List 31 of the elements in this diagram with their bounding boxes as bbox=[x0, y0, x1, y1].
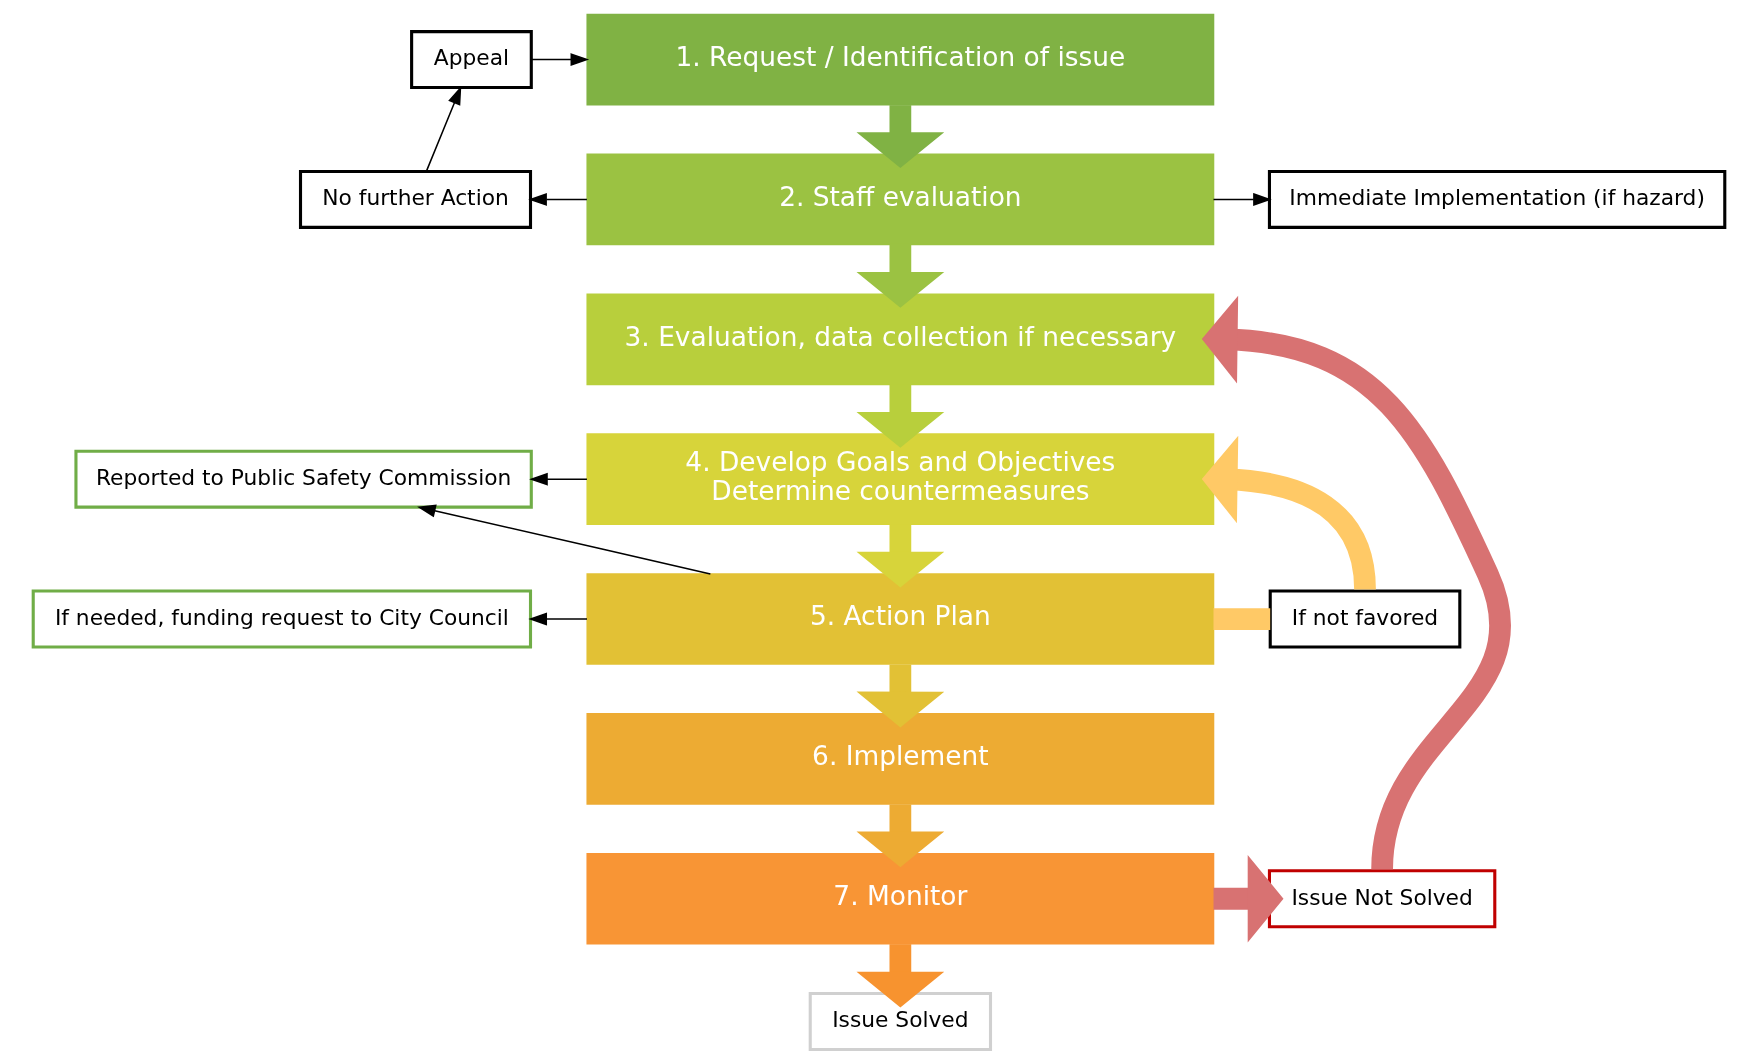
arrow bbox=[856, 524, 944, 588]
node-box: Appeal bbox=[409, 30, 533, 90]
node-box: Immediate Implementation (if hazard) bbox=[1267, 169, 1726, 229]
arrow bbox=[528, 472, 588, 486]
arrow bbox=[856, 384, 944, 448]
node-box: 3. Evaluation, data collection if necessary bbox=[585, 293, 1214, 386]
arrow bbox=[856, 245, 944, 308]
node-box: No further Action bbox=[298, 169, 532, 229]
arrow bbox=[856, 105, 944, 168]
node-box: 1. Request / Identification of issue bbox=[585, 13, 1214, 106]
arrow bbox=[1201, 295, 1511, 871]
arrow bbox=[856, 944, 944, 1008]
arrow bbox=[856, 664, 944, 728]
node-box: 5. Action Plan bbox=[585, 573, 1214, 665]
node-box: 2. Staff evaluation bbox=[585, 153, 1214, 246]
node-box: Reported to Public Safety Commission bbox=[73, 449, 533, 509]
arrow bbox=[1213, 854, 1283, 943]
node-box: 7. Monitor bbox=[585, 852, 1214, 945]
node-box: 6. Implement bbox=[585, 713, 1214, 805]
node-box: Issue Solved bbox=[808, 992, 992, 1052]
node-box: 4. Develop Goals and Objectives Determine countermeasures bbox=[585, 433, 1214, 525]
arrow bbox=[530, 53, 589, 67]
node-box: Issue Not Solved bbox=[1267, 869, 1496, 929]
connector bbox=[1213, 608, 1270, 630]
arrow bbox=[856, 804, 944, 868]
arrow bbox=[527, 612, 588, 626]
node-box: If not favored bbox=[1268, 589, 1461, 649]
arrow bbox=[416, 504, 711, 575]
arrow bbox=[527, 192, 588, 206]
node-box: If needed, funding request to City Council bbox=[31, 589, 532, 649]
arrow bbox=[1212, 192, 1272, 206]
